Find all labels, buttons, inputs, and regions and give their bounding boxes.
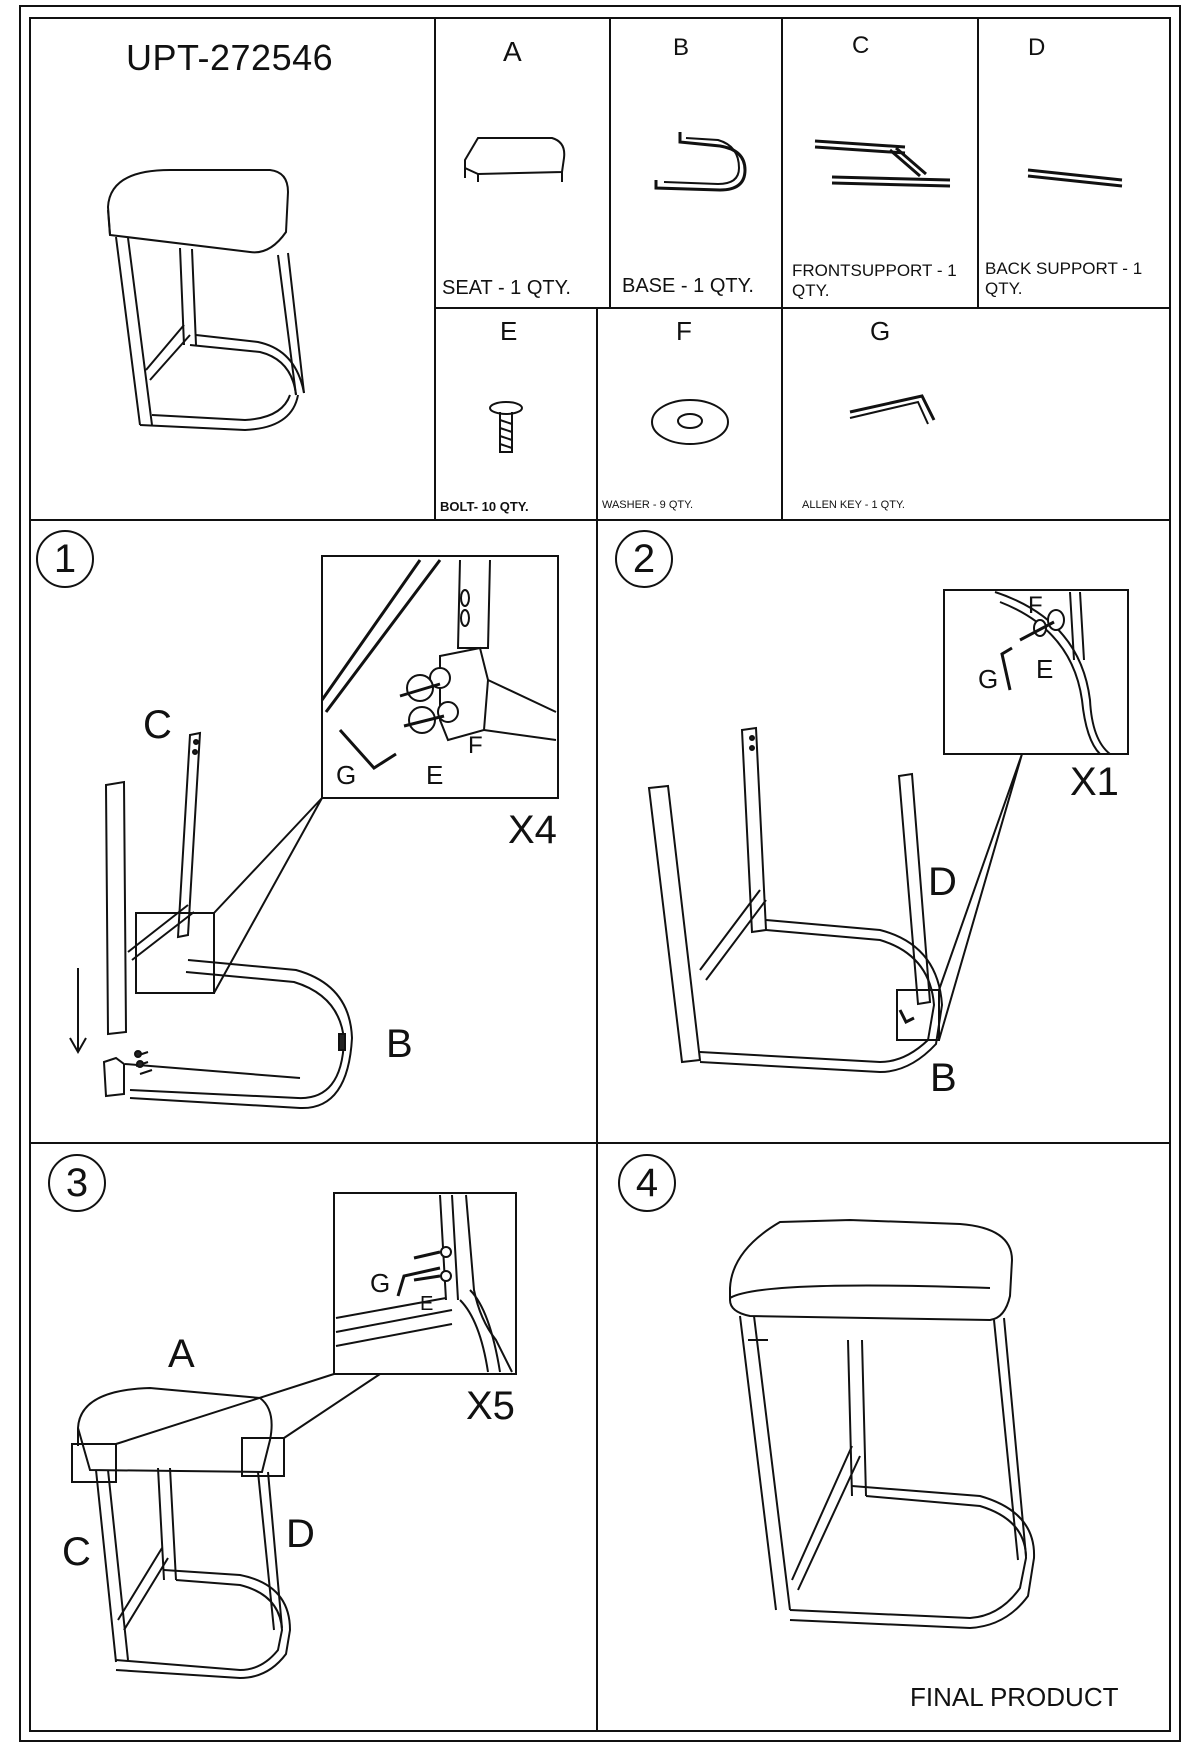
step-2-multiplier: X1: [1070, 760, 1119, 804]
step-2-label-f: F: [1028, 592, 1043, 619]
step-2-detail-box: [943, 589, 1129, 755]
part-e-drawing: [489, 401, 523, 453]
outer-border: [19, 5, 1181, 1742]
part-d-caption: BACK SUPPORT - 1 QTY.: [985, 259, 1143, 298]
part-b-drawing: [654, 132, 747, 192]
step-1-drawing: [69, 555, 559, 1110]
step-2-label-b: B: [930, 1056, 957, 1100]
part-a-caption: SEAT - 1 QTY.: [442, 277, 571, 299]
step-1-label-b: B: [386, 1022, 413, 1066]
step-2-number: 2: [615, 530, 673, 588]
part-e-caption: BOLT- 10 QTY.: [440, 499, 529, 514]
product-code: UPT-272546: [126, 37, 334, 78]
part-a-drawing: [464, 137, 566, 182]
part-b-letter: B: [673, 34, 690, 61]
step-1-multiplier: X4: [508, 808, 557, 852]
step-3-drawing: [71, 1192, 517, 1680]
step-2-label-d: D: [928, 860, 957, 904]
part-g-caption: ALLEN KEY - 1 QTY.: [802, 499, 905, 511]
step-2-drawing: [647, 589, 1129, 1074]
part-f-drawing: [651, 399, 729, 445]
step-3-label-c: C: [62, 1530, 91, 1574]
part-g-letter: G: [870, 316, 891, 346]
step-1-label-c: C: [143, 703, 172, 747]
overview-stool-drawing: [106, 169, 305, 432]
step-2-label-e: E: [1036, 654, 1054, 684]
step-3-detail-box: [333, 1192, 517, 1375]
part-e-letter: E: [500, 316, 518, 346]
step-1-label-g: G: [336, 760, 357, 790]
part-c-drawing: [814, 139, 951, 188]
step-3-label-g: G: [370, 1268, 391, 1298]
part-f-letter: F: [676, 316, 692, 346]
step-3-label-a: A: [168, 1332, 195, 1376]
part-d-letter: D: [1028, 34, 1046, 61]
part-f-caption: WASHER - 9 QTY.: [602, 499, 694, 511]
part-c-letter: C: [852, 32, 870, 59]
step-4-drawing: [729, 1218, 1036, 1630]
step-1-label-f: F: [468, 732, 483, 759]
part-g-drawing: [849, 394, 936, 425]
step-4-number: 4: [618, 1154, 676, 1212]
final-product-caption: FINAL PRODUCT: [910, 1682, 1119, 1712]
step-3-label-e: E: [420, 1293, 434, 1315]
part-d-drawing: [1027, 168, 1123, 188]
inner-border: [29, 17, 1171, 1732]
step-3-number: 3: [48, 1154, 106, 1212]
step-3-multiplier: X5: [466, 1384, 515, 1428]
step-3-label-d: D: [286, 1512, 315, 1556]
part-c-caption: FRONTSUPPORT - 1 QTY.: [792, 261, 957, 300]
step-1-label-e: E: [426, 760, 444, 790]
step-2-label-g: G: [978, 664, 999, 694]
part-a-letter: A: [503, 36, 522, 67]
step-1-detail-box: [321, 555, 559, 799]
step-1-number: 1: [36, 530, 94, 588]
part-b-caption: BASE - 1 QTY.: [622, 275, 754, 297]
